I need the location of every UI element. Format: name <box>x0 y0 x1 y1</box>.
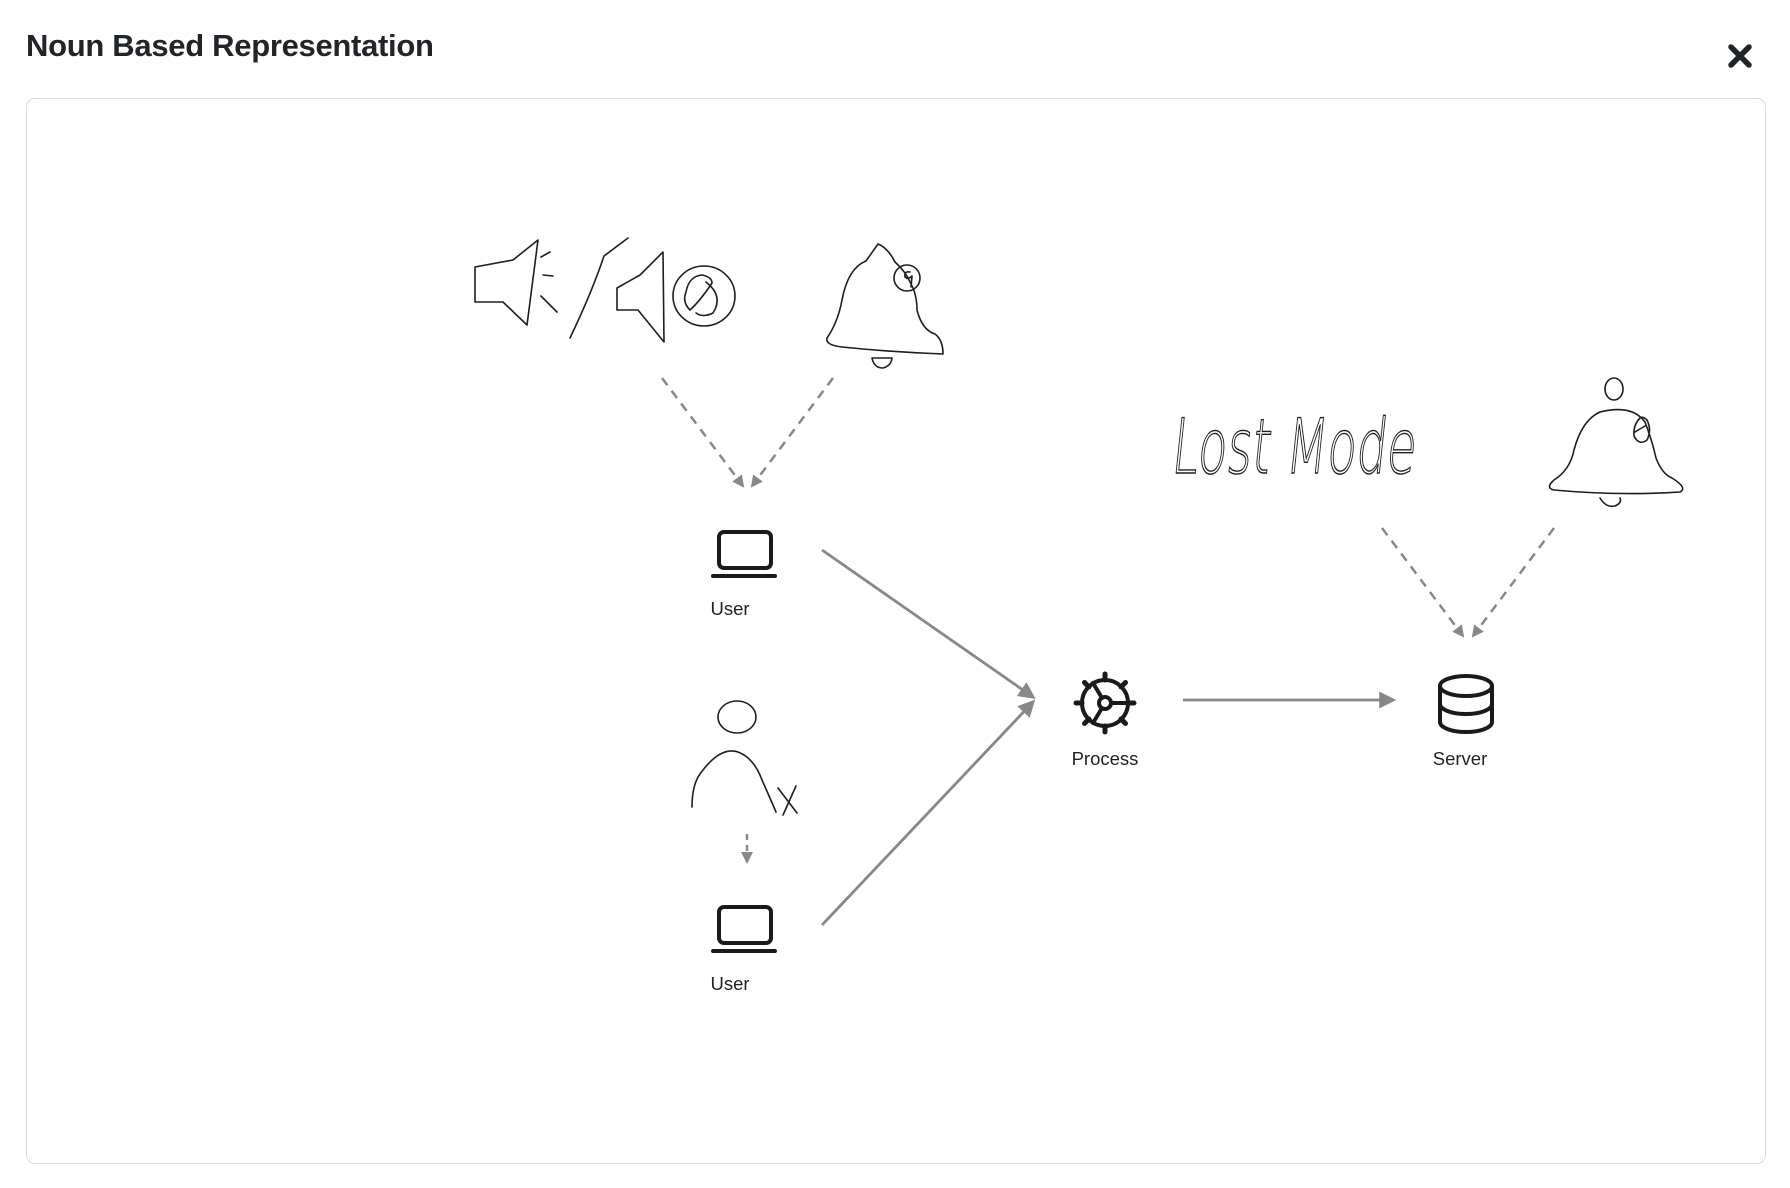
node-label: User <box>710 598 749 619</box>
edge-lostmode-to-server <box>1381 527 1465 638</box>
alarm-bell-sketch-icon <box>1548 377 1684 508</box>
edge-sound-to-user <box>661 377 745 488</box>
modal-header: Noun Based Representation <box>0 0 1790 96</box>
close-icon <box>1728 44 1752 68</box>
edge-user-to-process <box>821 548 1036 699</box>
person-sketch-icon <box>691 700 798 816</box>
edge-bell-to-user <box>750 377 834 488</box>
node-process[interactable]: Process <box>1072 671 1139 769</box>
lost-mode-sketch: Lost Mode <box>1168 401 1423 491</box>
lost-mode-text: Lost Mode <box>1168 402 1421 491</box>
edge-user2-to-process <box>820 699 1036 926</box>
modal-title: Noun Based Representation <box>26 28 434 63</box>
speaker-mute-sketch-icon <box>474 237 736 343</box>
laptop-icon <box>711 905 777 953</box>
node-user-top[interactable]: User <box>710 530 777 619</box>
node-label: Process <box>1072 748 1139 769</box>
laptop-icon <box>711 530 777 578</box>
node-label: Server <box>1433 748 1488 769</box>
gear-icon <box>1073 671 1137 735</box>
database-icon <box>1438 674 1494 734</box>
node-label: User <box>710 973 749 994</box>
notification-bell-sketch-icon <box>826 243 944 369</box>
node-user-bottom[interactable]: User <box>710 905 777 994</box>
node-server[interactable]: Server <box>1433 674 1494 769</box>
edges <box>661 377 1555 926</box>
edge-bell-to-server <box>1471 527 1555 638</box>
close-button[interactable] <box>1720 36 1760 76</box>
